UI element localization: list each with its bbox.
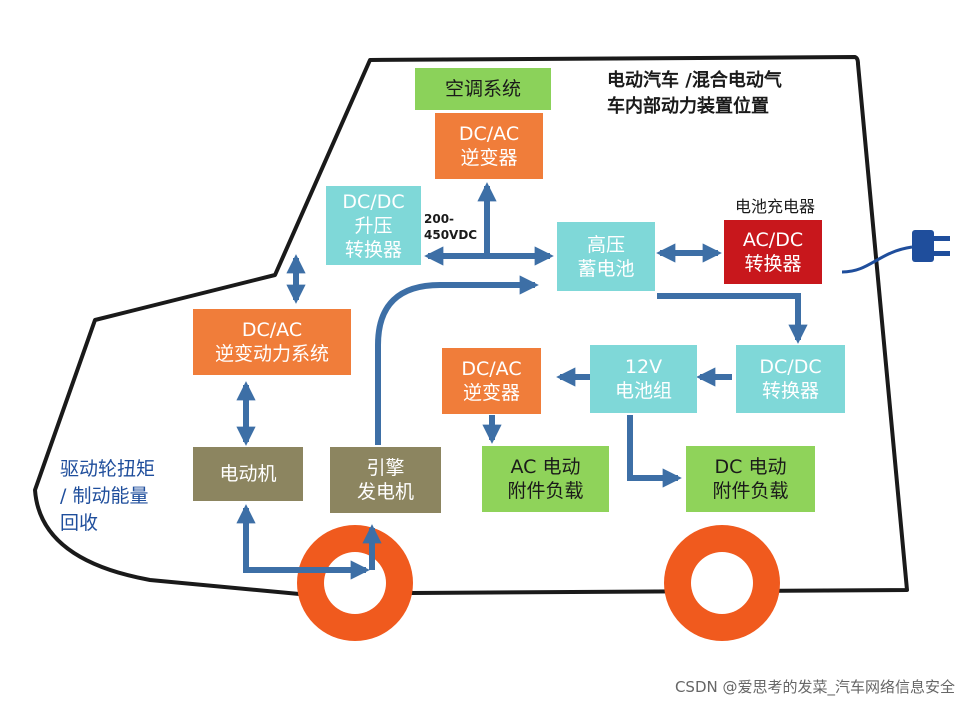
dcdc-converter-box: DC/DC 转换器 xyxy=(736,345,845,413)
arrow-motor-wheel xyxy=(236,504,370,580)
dcac-inverter-small-box: DC/AC 逆变器 xyxy=(442,348,541,414)
ac-load-box: AC 电动 附件负载 xyxy=(482,446,609,512)
regen-braking-label: 驱动轮扭矩 / 制动能量 回收 xyxy=(60,458,156,534)
voltage-label: 200- 450VDC xyxy=(424,212,478,242)
power-flow-arrows xyxy=(236,182,808,580)
dc-load-box: DC 电动 附件负载 xyxy=(686,446,815,512)
diagram-title: 电动汽车 /混合电动气 车内部动力装置位置 xyxy=(607,68,782,120)
acdc-converter-box: AC/DC 转换器 xyxy=(724,220,822,284)
watermark-footer: CSDN @爱思考的发菜_汽车网络信息安全 xyxy=(674,678,955,696)
arrow-engine-battery xyxy=(375,275,539,445)
front-wheel xyxy=(297,525,413,641)
arrow-12v-dcload xyxy=(627,415,682,488)
rear-wheel xyxy=(664,525,780,641)
charger-label: 电池充电器 xyxy=(735,197,816,216)
charging-plug-icon xyxy=(841,230,950,274)
electric-motor-box: 电动机 xyxy=(193,447,303,501)
title-line-1: 电动汽车 /混合电动气 xyxy=(607,70,782,91)
dcac-drive-inverter-box: DC/AC 逆变动力系统 xyxy=(193,309,351,375)
hv-battery-box: 高压 蓄电池 xyxy=(557,222,655,291)
arrow-battery-dcdc xyxy=(657,293,808,344)
ac-system-box: 空调系统 xyxy=(415,68,551,110)
dcac-inverter-top-box: DC/AC 逆变器 xyxy=(435,113,543,179)
engine-generator-box: 引擎 发电机 xyxy=(330,447,441,513)
title-line-2: 车内部动力装置位置 xyxy=(607,96,769,117)
dcdc-boost-converter-box: DC/DC 升压 转换器 xyxy=(326,186,421,265)
battery-12v-box: 12V 电池组 xyxy=(590,345,697,413)
